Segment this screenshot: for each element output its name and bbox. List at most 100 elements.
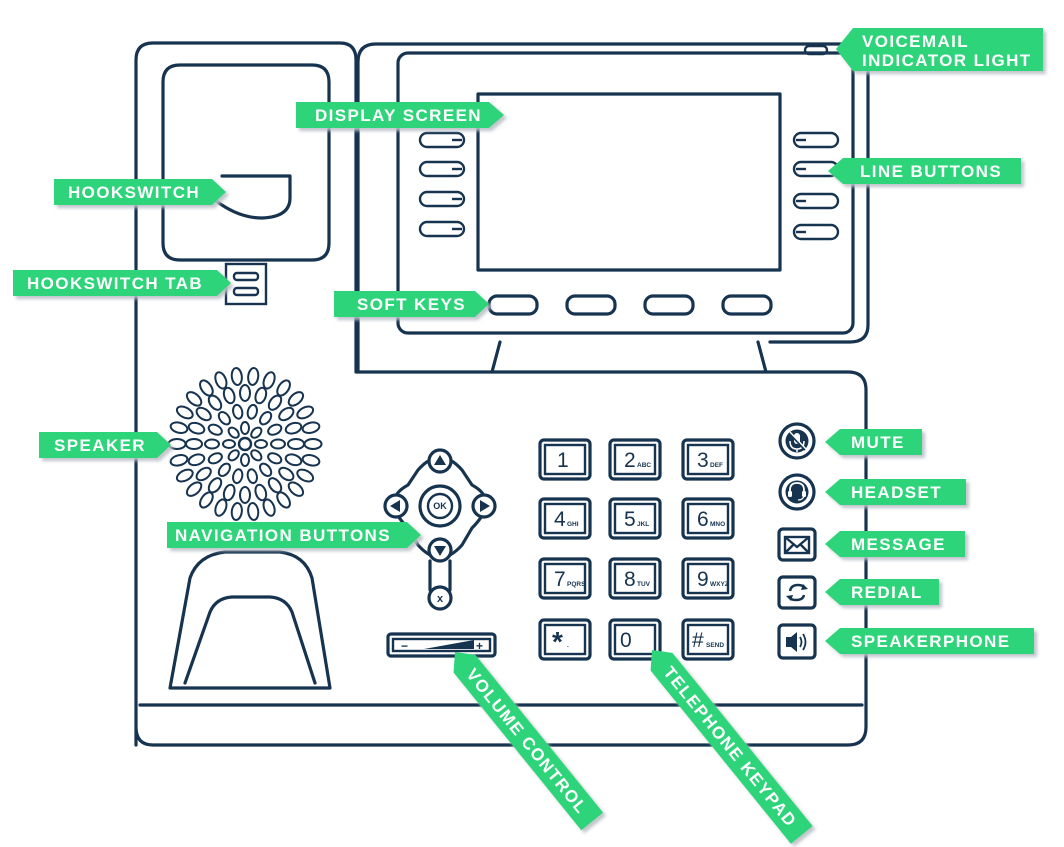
speaker-hole — [254, 439, 268, 449]
speaker-hole — [303, 438, 323, 450]
keypad-digit: 2 — [624, 449, 636, 472]
speaker-hole — [187, 421, 206, 435]
speaker-volume-icon — [786, 632, 807, 652]
hookswitch[interactable] — [213, 174, 292, 220]
keypad-letters: ABC — [637, 462, 651, 469]
envelope-icon — [784, 536, 810, 554]
nav-down-button[interactable] — [427, 537, 453, 563]
soft-key-3[interactable] — [643, 294, 695, 316]
keypad-letters: DEF — [710, 462, 723, 469]
label-display-screen-text: DISPLAY SCREEN — [315, 106, 482, 125]
line-button-left-4[interactable] — [418, 220, 466, 238]
keypad-key[interactable]: *. — [538, 618, 592, 661]
nav-cancel-button[interactable]: x — [427, 585, 453, 611]
label-soft-keys: SOFT KEYS — [334, 291, 489, 317]
speaker-hole — [230, 367, 243, 386]
line-button-right-3[interactable] — [792, 192, 840, 210]
message-button[interactable] — [777, 527, 817, 562]
redial-button[interactable] — [777, 575, 817, 610]
line-button-left-3[interactable] — [418, 190, 466, 208]
soft-key-2[interactable] — [565, 294, 617, 316]
label-navigation-buttons: NAVIGATION BUTTONS — [167, 522, 421, 548]
label-telephone-keypad: TELEPHONE KEYPAD — [650, 650, 813, 844]
nav-left-button[interactable] — [383, 493, 409, 519]
label-speakerphone: SPEAKERPHONE — [825, 628, 1034, 654]
label-headset: HEADSET — [825, 479, 966, 505]
arrow-right-icon — [480, 500, 490, 512]
keypad-key[interactable]: #SEND — [681, 618, 735, 661]
speaker-hole — [278, 466, 295, 482]
voicemail-indicator-light — [803, 44, 829, 56]
speaker-hole — [301, 421, 321, 434]
label-voicemail-line1: VOICEMAIL — [862, 32, 969, 51]
label-soft-keys-text: SOFT KEYS — [357, 295, 466, 314]
speaker-hole — [301, 454, 321, 467]
speaker-hole — [278, 406, 295, 422]
speakerphone-button[interactable] — [777, 623, 817, 660]
label-line-buttons: LINE BUTTONS — [828, 158, 1021, 184]
speaker-hole — [230, 502, 243, 521]
label-hookswitch-tab-text: HOOKSWITCH TAB — [27, 274, 203, 293]
speaker-hole — [276, 491, 291, 509]
keypad-key[interactable]: 0 — [608, 618, 662, 661]
keypad-key[interactable]: 1 — [538, 438, 592, 481]
speaker-hole — [284, 421, 303, 435]
soft-key-1[interactable] — [487, 294, 539, 316]
mute-button[interactable] — [778, 422, 816, 460]
keypad-letters: TUV — [637, 581, 651, 588]
label-telephone-keypad-text: TELEPHONE KEYPAD — [659, 663, 800, 831]
volume-control[interactable]: − + — [386, 632, 497, 658]
keypad-letters: . — [567, 642, 569, 649]
keypad-letters: WXYZ — [710, 581, 729, 588]
keypad-digit: 4 — [554, 508, 566, 531]
speaker-hole — [222, 439, 236, 449]
speaker-hole — [214, 498, 228, 517]
speaker-hole — [237, 436, 253, 452]
speaker-hole — [246, 468, 258, 485]
line-button-right-1[interactable] — [792, 131, 840, 149]
left-line-buttons — [418, 131, 466, 238]
speaker-hole — [232, 403, 244, 420]
redial-arrows-icon — [786, 583, 808, 602]
label-message: MESSAGE — [825, 531, 965, 557]
nav-ok-button[interactable]: OK — [418, 484, 462, 528]
keypad-digit: * — [552, 626, 563, 657]
line-button-right-4[interactable] — [792, 223, 840, 241]
speaker-hole — [240, 421, 250, 435]
label-speaker: SPEAKER — [39, 432, 171, 458]
soft-key-4[interactable] — [721, 294, 773, 316]
speaker-hole — [199, 491, 214, 509]
line-button-left-2[interactable] — [418, 160, 466, 178]
nav-up-button[interactable] — [427, 448, 453, 474]
label-hookswitch-text: HOOKSWITCH — [68, 183, 200, 202]
label-speakerphone-text: SPEAKERPHONE — [851, 632, 1010, 651]
arrow-left-icon — [390, 500, 400, 512]
headset-icon — [788, 482, 806, 501]
speaker-hole — [287, 481, 305, 497]
speaker-hole — [167, 438, 187, 450]
label-speaker-text: SPEAKER — [54, 436, 146, 455]
headset-button[interactable] — [778, 473, 816, 511]
speaker-hole — [175, 405, 194, 420]
speaker-hole — [246, 403, 258, 420]
line-button-left-1[interactable] — [418, 131, 466, 149]
speaker-hole — [185, 391, 203, 407]
label-mute-text: MUTE — [851, 433, 905, 452]
nav-right-button[interactable] — [471, 493, 497, 519]
label-mute: MUTE — [825, 429, 922, 455]
volume-plus: + — [476, 639, 483, 653]
soft-keys — [487, 294, 773, 316]
navigation-buttons: OK x — [383, 448, 497, 611]
hookswitch-tab[interactable] — [224, 262, 268, 306]
display-screen — [476, 92, 782, 272]
